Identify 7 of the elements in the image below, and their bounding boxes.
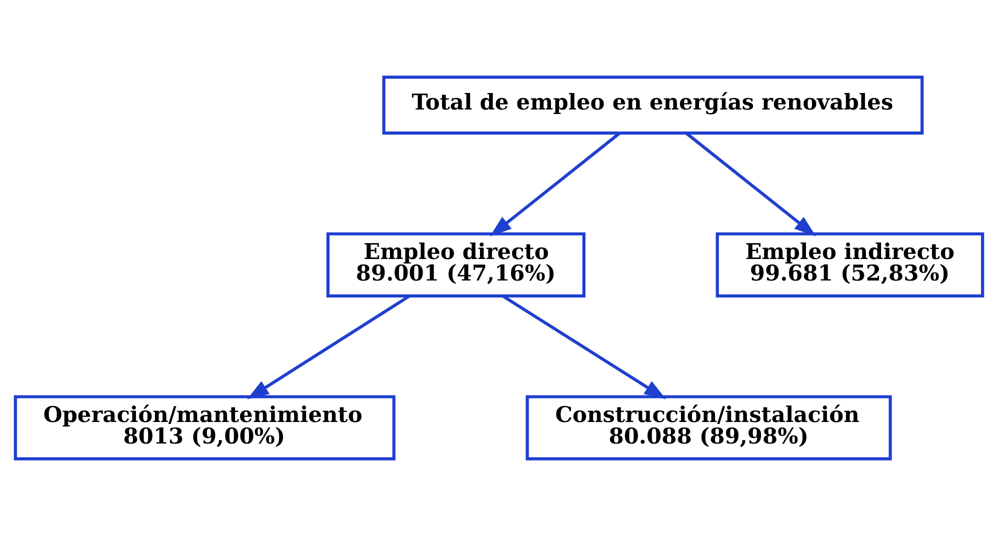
node-box: Construcción/instalación 80.088 (89,98%) <box>526 394 892 460</box>
arrow <box>490 132 620 236</box>
node-box: Operación/mantenimiento 8013 (9,00%) <box>14 394 396 460</box>
arrow <box>685 132 816 236</box>
node-box: Empleo indirecto 99.681 (52,83%) <box>716 232 984 297</box>
node-box: Empleo directo 89.001 (47,16%) <box>326 232 586 297</box>
node-box: Total de empleo en energías renovables <box>382 75 924 134</box>
